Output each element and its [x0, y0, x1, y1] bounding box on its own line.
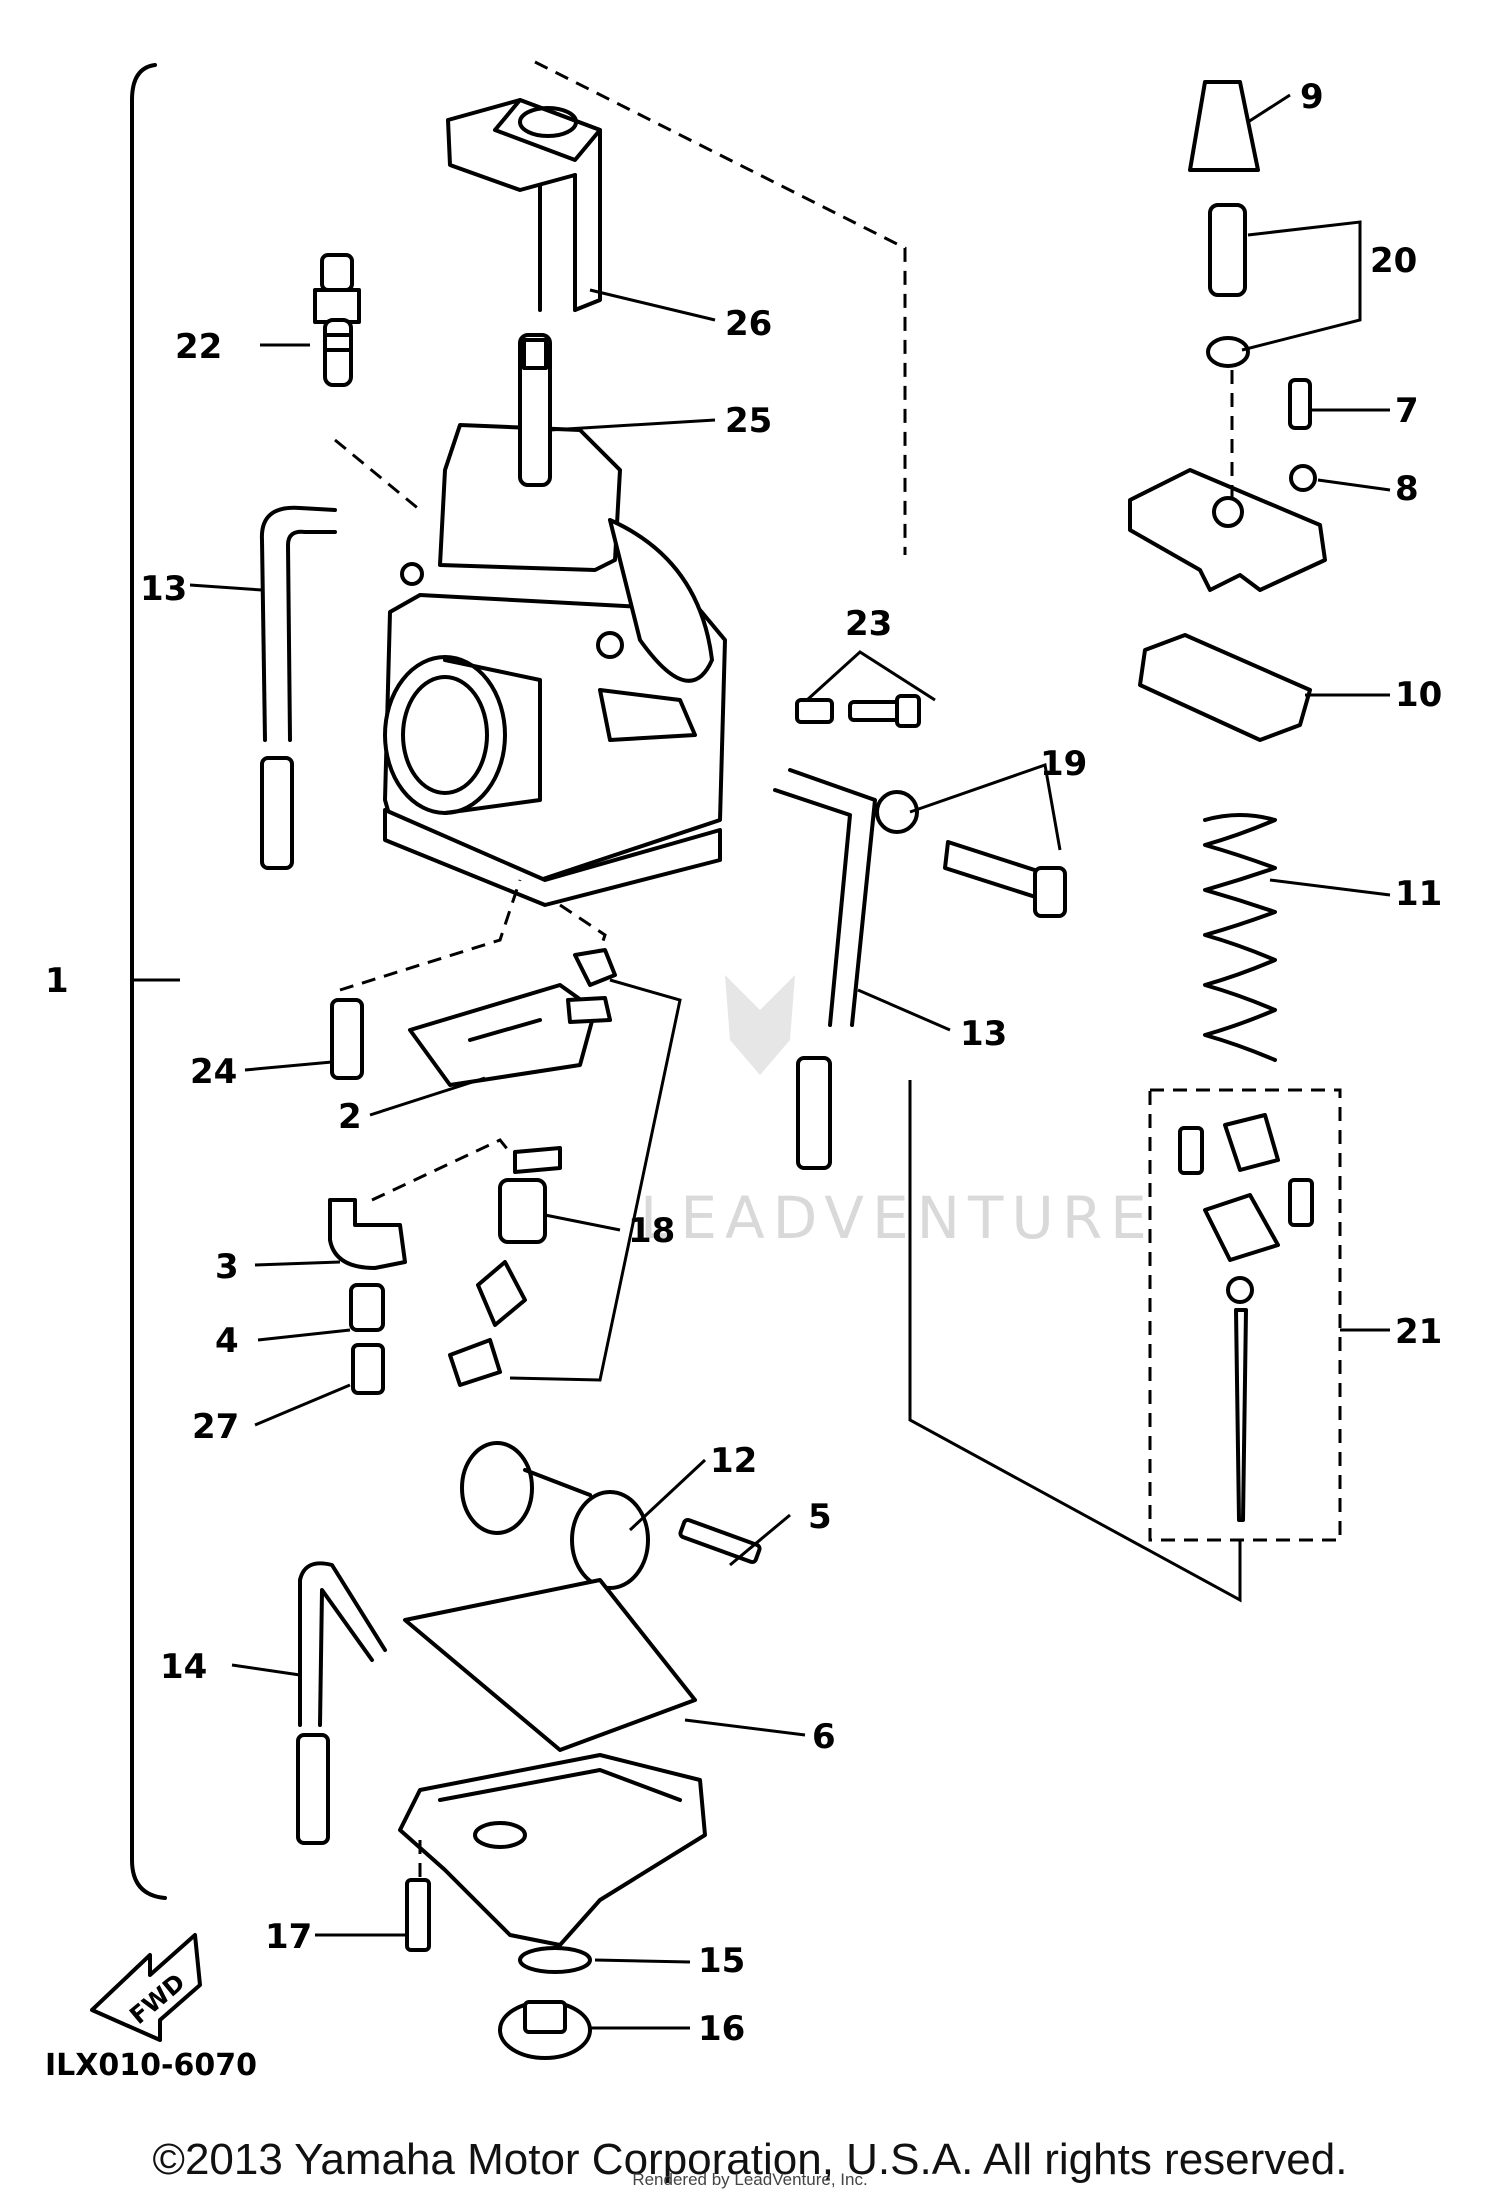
spring-11 [1203, 813, 1277, 1062]
callout-14: 14 [160, 1647, 207, 1687]
throttle-valve-set-21 [1148, 1088, 1342, 1542]
air-screw-22 [313, 253, 361, 387]
callout-13-right: 13 [960, 1014, 1007, 1054]
jet-27 [351, 1343, 385, 1395]
callout-27: 27 [192, 1407, 239, 1447]
callout-11: 11 [1395, 874, 1442, 914]
callout-20: 20 [1370, 241, 1417, 281]
callout-8: 8 [1395, 469, 1419, 509]
screw-set-19 [875, 790, 1067, 918]
carburetor-body [383, 423, 727, 907]
callout-26: 26 [725, 304, 772, 344]
elbow-3 [328, 1198, 407, 1270]
drawing-number: ILX010-6070 [45, 2048, 257, 2083]
hose-14 [296, 1561, 387, 1845]
callout-18: 18 [628, 1211, 675, 1251]
callout-3: 3 [215, 1247, 239, 1287]
callout-7: 7 [1395, 391, 1419, 431]
callout-13-left: 13 [140, 569, 187, 609]
copyright-notice: ©2013 Yamaha Motor Corporation, U.S.A. A… [152, 2135, 1348, 2184]
cable-boot-9 [1188, 80, 1260, 172]
washer-8 [1289, 464, 1317, 492]
gasket-2 [408, 983, 597, 1087]
float-bowl [398, 1578, 707, 1947]
callout-21: 21 [1395, 1312, 1442, 1352]
callout-19: 19 [1040, 744, 1087, 784]
oring-15 [518, 1946, 592, 1974]
callout-labels: 9 20 7 8 10 11 21 26 25 22 13 23 19 13 1… [45, 77, 1442, 2049]
render-note: Rendered by LeadVenture, Inc. [632, 2170, 868, 2189]
float-12 [460, 1441, 762, 1590]
callout-1: 1 [45, 961, 69, 1001]
callout-15: 15 [698, 1941, 745, 1981]
cable-adjuster-20 [1206, 203, 1250, 368]
needle-valve-set-18 [448, 948, 682, 1387]
mixing-chamber-cap [1128, 468, 1327, 592]
callout-10: 10 [1395, 675, 1442, 715]
callout-12: 12 [710, 1441, 757, 1481]
callout-17: 17 [265, 1917, 312, 1957]
watermark: LEADVENTURE [640, 975, 1155, 1252]
callout-2: 2 [338, 1097, 362, 1137]
vent-hose-13-left [259, 505, 337, 870]
screw-17 [405, 1878, 431, 1952]
fwd-arrow: FWD [90, 1933, 202, 2042]
top-cover-26 [446, 98, 602, 312]
callout-23: 23 [845, 604, 892, 644]
screw-set-23 [795, 694, 921, 728]
watermark-text: LEADVENTURE [640, 1184, 1155, 1252]
callout-4: 4 [215, 1321, 239, 1361]
callout-16: 16 [698, 2009, 745, 2049]
leader-lines [132, 93, 1391, 2030]
callout-25: 25 [725, 401, 772, 441]
throttle-screw-25 [518, 333, 552, 487]
callout-6: 6 [812, 1717, 836, 1757]
vent-hose-13-right [773, 768, 877, 1170]
gasket-10 [1138, 633, 1312, 742]
jet-4 [349, 1283, 385, 1332]
callout-9: 9 [1300, 77, 1324, 117]
callout-5: 5 [808, 1497, 832, 1537]
screw-7 [1288, 378, 1312, 430]
callout-22: 22 [175, 327, 222, 367]
callout-24: 24 [190, 1052, 237, 1092]
assembly-dashed-lines [334, 60, 1242, 1880]
drain-plug-16 [498, 2000, 592, 2060]
jet-24 [330, 998, 364, 1080]
